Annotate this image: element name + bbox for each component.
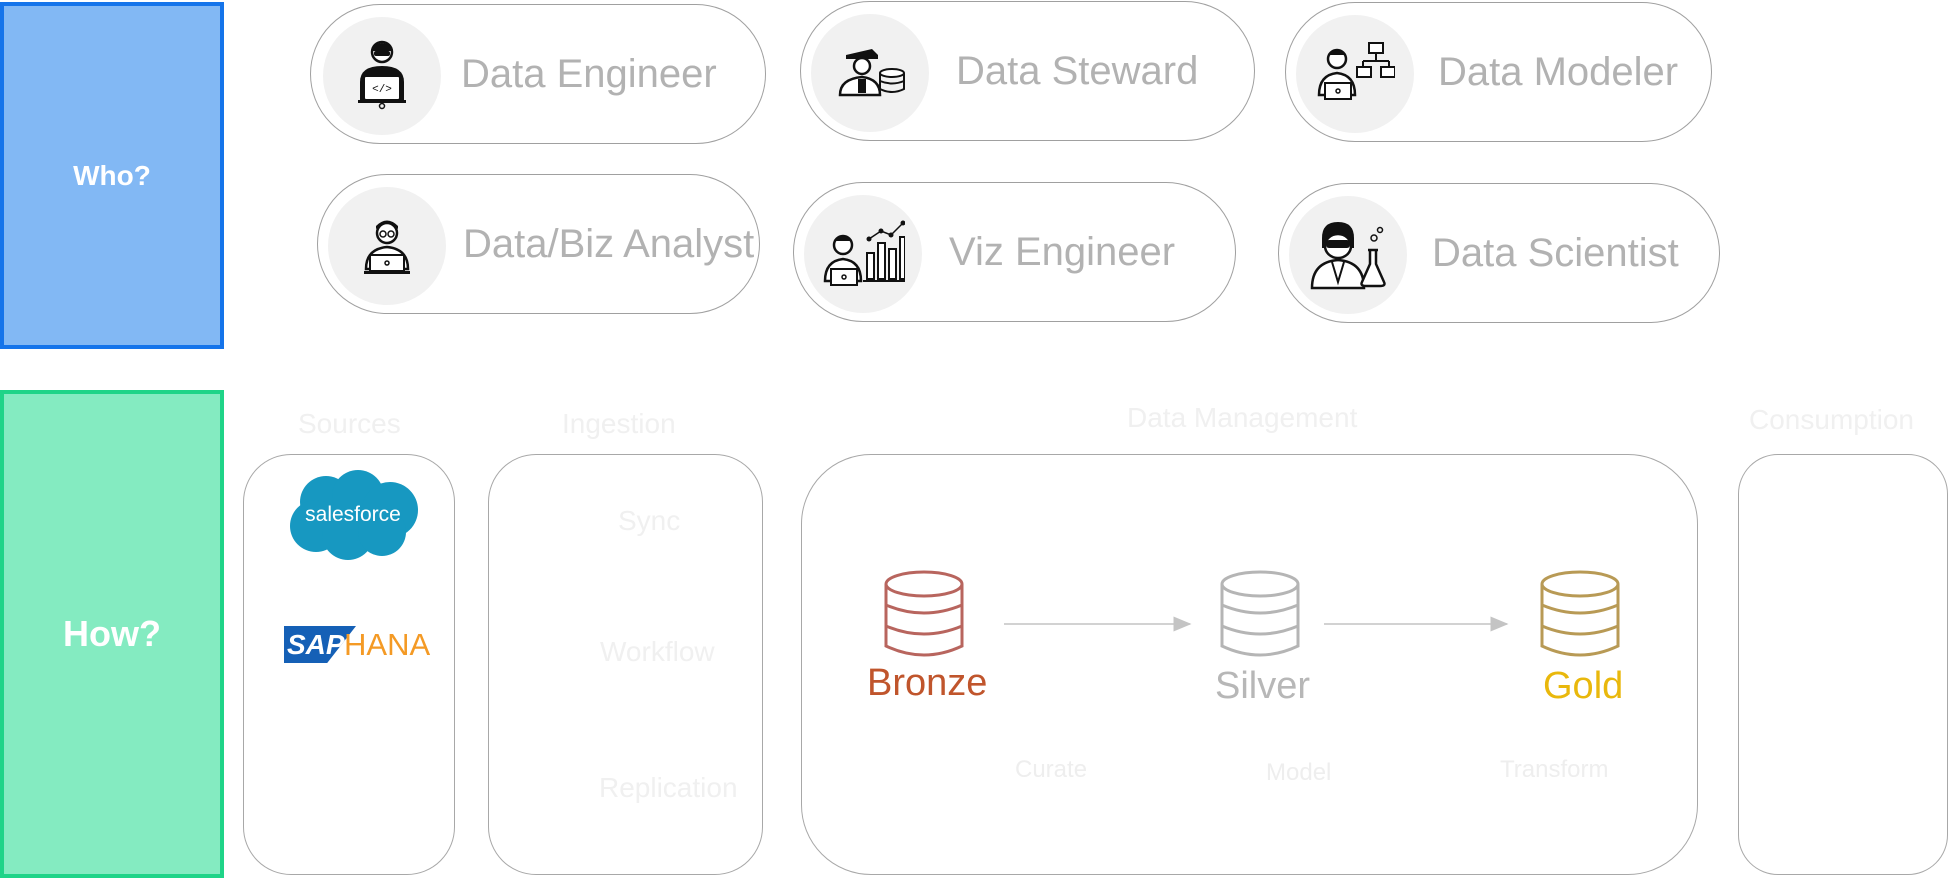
step-model: Model — [1266, 759, 1332, 786]
salesforce-logo: salesforce — [286, 468, 420, 562]
who-label: Who? — [73, 159, 151, 191]
layer-label-bronze: Bronze — [867, 662, 988, 704]
ingestion-panel — [488, 454, 763, 875]
data-scientist-icon — [1289, 196, 1407, 314]
salesforce-text: salesforce — [305, 503, 401, 526]
data-modeler-icon — [1296, 15, 1414, 133]
layer-label-silver: Silver — [1215, 665, 1311, 707]
ingestion-workflow: Workflow — [600, 636, 715, 667]
role-label: Data Scientist — [1432, 230, 1679, 275]
role-data-scientist: Data Scientist — [1278, 183, 1720, 323]
role-label: Viz Engineer — [949, 229, 1176, 274]
analyst-icon — [328, 187, 446, 305]
role-data-biz-analyst: Data/Biz Analyst — [317, 174, 760, 314]
data-management-panel — [801, 454, 1698, 875]
svg-text:</>: </> — [372, 84, 392, 96]
section-title-data-management: Data Management — [1127, 402, 1358, 433]
role-label: Data/Biz Analyst — [463, 221, 755, 266]
section-title-consumption: Consumption — [1749, 404, 1914, 435]
ingestion-replication: Replication — [599, 772, 738, 803]
bronze-database-icon — [884, 570, 964, 657]
medallion-flow — [884, 570, 1620, 657]
data-steward-icon — [811, 14, 929, 132]
viz-engineer-icon — [804, 195, 922, 313]
role-data-steward: Data Steward — [800, 1, 1255, 141]
data-engineer-icon: </> — [323, 17, 441, 135]
ingestion-sync: Sync — [618, 505, 681, 536]
consumption-panel — [1738, 454, 1948, 875]
role-label: Data Engineer — [461, 51, 717, 96]
role-data-engineer: </> Data Engineer — [310, 4, 766, 144]
how-label-box: How? — [0, 390, 224, 878]
step-curate: Curate — [1015, 756, 1088, 783]
section-title-sources: Sources — [298, 408, 401, 439]
gold-database-icon — [1540, 570, 1620, 657]
silver-database-icon — [1220, 570, 1300, 657]
hana-text: HANA — [344, 627, 431, 662]
how-label: How? — [63, 613, 161, 654]
sap-hana-logo: SAP HANA — [284, 626, 430, 664]
who-label-box: Who? — [0, 2, 224, 349]
role-data-modeler: Data Modeler — [1285, 2, 1712, 142]
section-title-ingestion: Ingestion — [562, 408, 676, 439]
layer-label-gold: Gold — [1543, 665, 1624, 707]
step-transform: Transform — [1500, 756, 1609, 783]
role-label: Data Modeler — [1438, 49, 1679, 94]
sap-text: SAP — [287, 628, 345, 660]
role-viz-engineer: Viz Engineer — [793, 182, 1236, 322]
role-label: Data Steward — [956, 48, 1199, 93]
